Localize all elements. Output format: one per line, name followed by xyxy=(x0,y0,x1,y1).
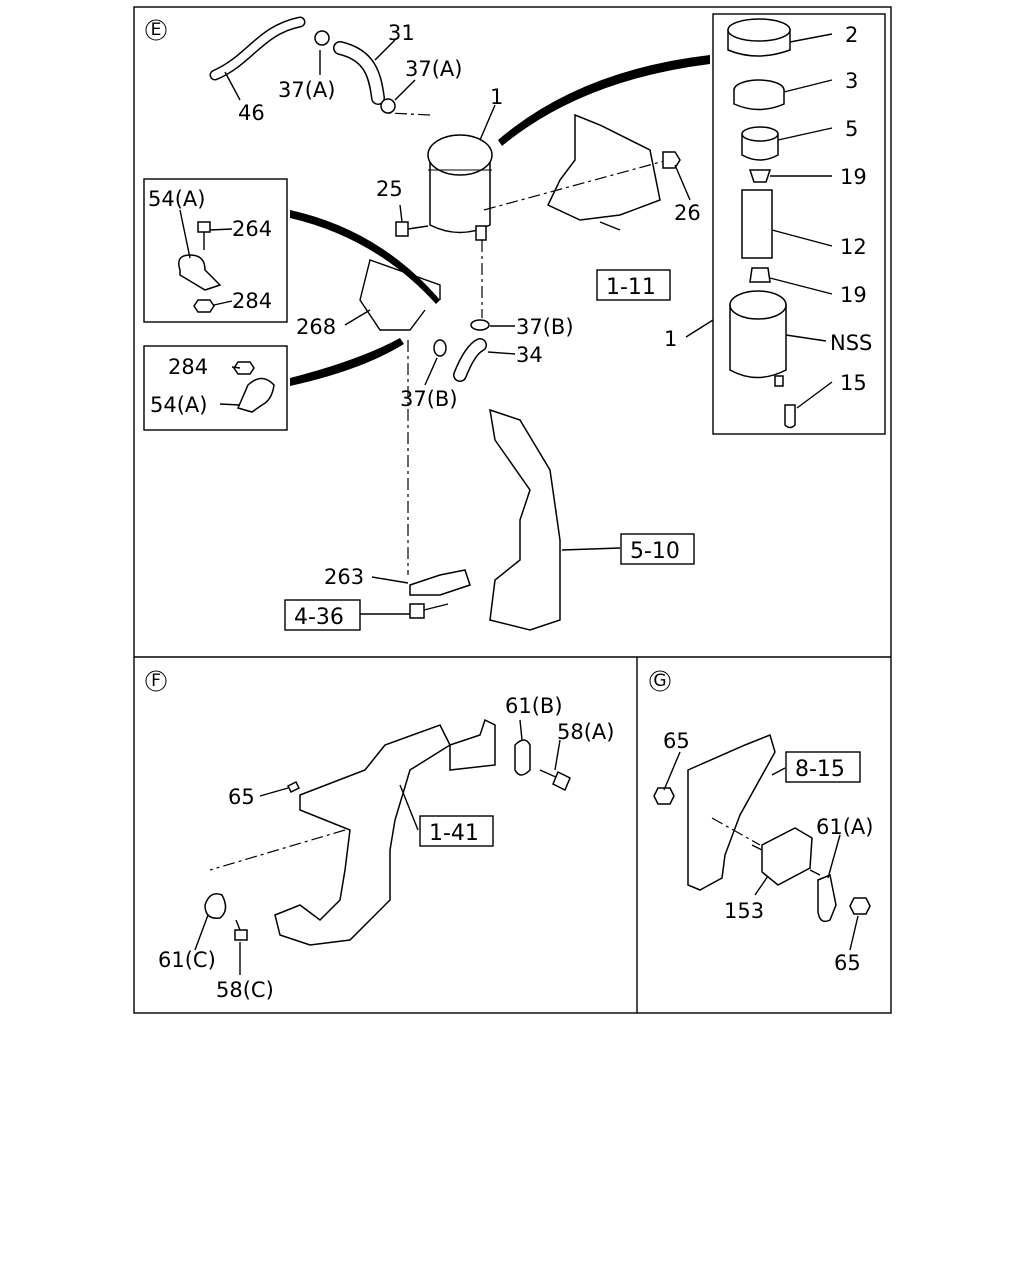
label-34: 34 xyxy=(516,343,543,367)
svg-text:F: F xyxy=(151,671,161,691)
label-61b: 61(B) xyxy=(505,694,563,718)
clip-61b xyxy=(514,739,531,776)
label-3: 3 xyxy=(845,69,858,93)
grommet-19-upper xyxy=(748,169,772,183)
clamp-37b-upper xyxy=(470,319,490,331)
label-61a: 61(A) xyxy=(816,815,873,839)
label-19-upper: 19 xyxy=(840,165,867,189)
mount-153 xyxy=(751,827,821,886)
clamp-37a-upper xyxy=(314,30,330,46)
grommet-19-lower xyxy=(749,267,771,283)
callout-wedge-right xyxy=(498,55,710,146)
label-58c: 58(C) xyxy=(216,978,274,1002)
bolt-25 xyxy=(395,221,429,237)
label-46: 46 xyxy=(238,101,265,125)
clip-54a-lower xyxy=(233,361,275,413)
label-54a-lower: 54(A) xyxy=(150,393,207,417)
label-54a-upper: 54(A) xyxy=(148,187,205,211)
ref-box-5-10: 5-10 xyxy=(620,533,695,565)
bracket-263 xyxy=(409,569,471,596)
plate-1-41 xyxy=(449,718,496,771)
reservoir-tank xyxy=(427,134,493,241)
label-284-upper: 284 xyxy=(232,289,272,313)
label-25: 25 xyxy=(376,177,403,201)
nut-65-g-lower xyxy=(849,897,871,915)
svg-text:8-15: 8-15 xyxy=(795,757,845,782)
ref-box-1-11: 1-11 xyxy=(596,269,671,301)
bolt-58c xyxy=(234,919,248,941)
strainer-5 xyxy=(741,126,779,161)
label-2: 2 xyxy=(845,23,858,47)
label-58a: 58(A) xyxy=(557,720,614,744)
plate-8-15 xyxy=(687,733,776,891)
label-37b-lower: 37(B) xyxy=(400,387,458,411)
label-5: 5 xyxy=(845,117,858,141)
label-12: 12 xyxy=(840,235,867,259)
label-61c: 61(C) xyxy=(158,948,216,972)
label-26: 26 xyxy=(674,201,701,225)
reservoir-body-nss xyxy=(729,290,787,387)
section-marker-g: G xyxy=(649,670,671,692)
clip-61c xyxy=(204,893,227,919)
svg-text:5-10: 5-10 xyxy=(630,539,680,564)
label-nss: NSS xyxy=(830,331,872,355)
cap-2 xyxy=(727,18,791,57)
diagram-frame xyxy=(133,6,892,1014)
clamp-37a-lower xyxy=(380,98,396,114)
nut-26 xyxy=(662,151,681,169)
nut-65-f xyxy=(286,780,301,794)
bracket-61a xyxy=(817,873,837,923)
inset-reservoir-exploded xyxy=(712,13,886,435)
label-65-f: 65 xyxy=(228,785,255,809)
callout-wedge-lower xyxy=(290,338,404,386)
ref-box-4-36: 4-36 xyxy=(284,599,361,631)
ref-box-8-15: 8-15 xyxy=(785,751,861,783)
bolt-58a xyxy=(539,769,571,792)
label-1-reservoir: 1 xyxy=(490,85,503,109)
fitting-15 xyxy=(784,404,796,429)
tube-12 xyxy=(741,189,773,259)
inset-clip-lower xyxy=(143,345,288,431)
label-1-right: 1 xyxy=(664,327,677,351)
label-31: 31 xyxy=(388,21,415,45)
section-marker-e: E xyxy=(145,19,167,41)
nut-65-g-upper xyxy=(653,787,675,805)
svg-text:1-11: 1-11 xyxy=(606,275,656,300)
pipe-268 xyxy=(359,259,441,331)
frame-5-10 xyxy=(489,408,561,631)
svg-text:1-41: 1-41 xyxy=(429,821,479,846)
svg-text:4-36: 4-36 xyxy=(294,605,344,630)
clip-54a-upper xyxy=(178,221,222,313)
bracket-1-41 xyxy=(274,724,451,946)
label-153: 153 xyxy=(724,899,764,923)
label-268: 268 xyxy=(296,315,336,339)
label-37b-upper: 37(B) xyxy=(516,315,574,339)
seal-3 xyxy=(733,79,785,111)
label-65-g-lower: 65 xyxy=(834,951,861,975)
label-284-lower: 284 xyxy=(168,355,208,379)
clamp-37b-lower xyxy=(433,339,447,357)
bracket-1-11 xyxy=(546,113,661,221)
svg-text:G: G xyxy=(653,671,666,691)
svg-text:E: E xyxy=(151,20,162,40)
label-37a-upper: 37(A) xyxy=(278,78,335,102)
section-marker-f: F xyxy=(145,670,167,692)
label-65-g-upper: 65 xyxy=(663,729,690,753)
callout-wedge-upper xyxy=(290,210,440,304)
label-263: 263 xyxy=(324,565,364,589)
inset-clip-upper xyxy=(143,178,288,323)
label-37a-lower: 37(A) xyxy=(405,57,462,81)
ref-box-1-41: 1-41 xyxy=(419,815,494,847)
bolt-4-36 xyxy=(409,603,449,619)
label-19-lower: 19 xyxy=(840,283,867,307)
label-15: 15 xyxy=(840,371,867,395)
label-264: 264 xyxy=(232,217,272,241)
